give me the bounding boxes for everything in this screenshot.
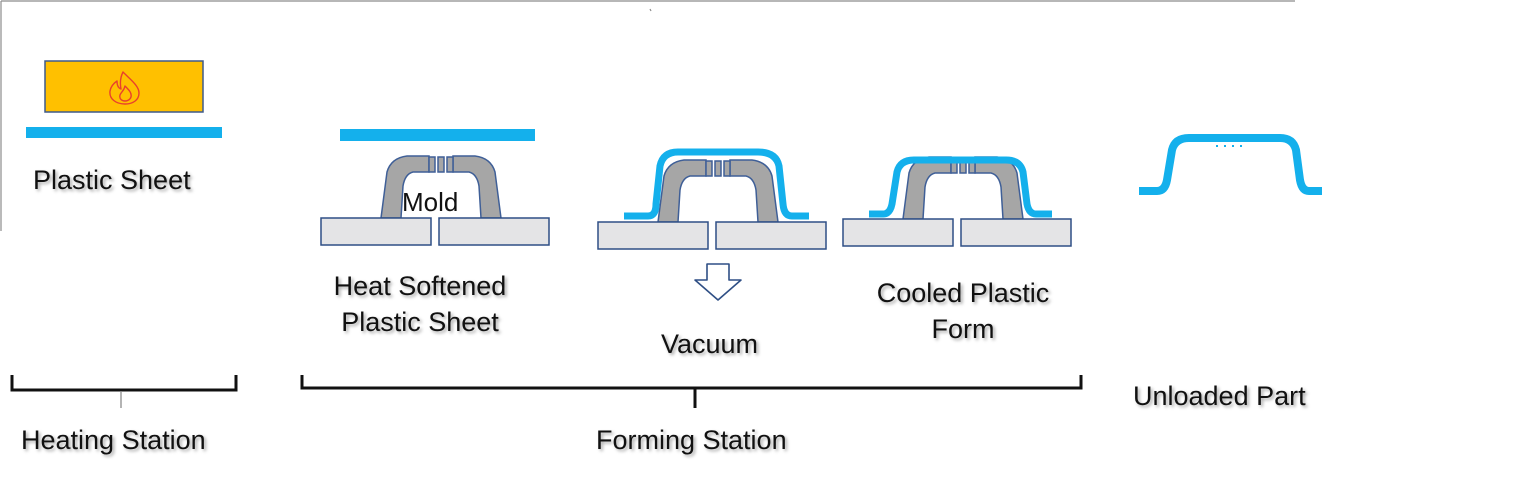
heating-station-bracket [10,375,238,408]
frame-lines [0,0,1295,231]
cooled-form-label-line1: Cooled Plastic [876,278,1050,308]
forming-station-label: Forming Station [596,425,787,455]
vacuum-label: Vacuum [661,329,759,359]
formed-sheet-vacuum [624,148,809,220]
cooled-form-label-line2: Form [931,314,995,344]
plastic-sheet-flat [26,127,222,138]
cooling-assembly [842,156,1072,247]
plastic-sheet-label: Plastic Sheet [33,165,191,195]
down-arrow-icon [694,263,742,301]
heating-station-label: Heating Station [21,425,206,455]
unloaded-part-label: Unloaded Part [1133,381,1306,411]
softened-sheet-label-line1: Heat Softened [333,271,507,301]
cooled-plastic-form [869,156,1052,218]
softened-sheet [340,129,535,141]
heater [44,60,204,113]
unloaded-part [1139,134,1322,195]
softened-sheet-label-line2: Plastic Sheet [341,307,499,337]
softened-sheet-label: Heat Softened Plastic Sheet [300,268,540,340]
cooled-form-label: Cooled Plastic Form [843,275,1083,347]
mold-label: Mold [402,187,459,217]
vacuum-forming-assembly [597,159,827,250]
flame-icon [109,71,140,105]
part-vent-marks [1216,145,1242,147]
forming-station-bracket [300,375,1083,408]
